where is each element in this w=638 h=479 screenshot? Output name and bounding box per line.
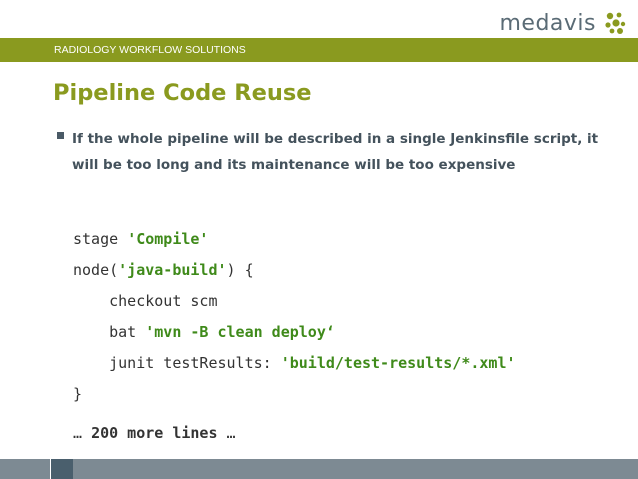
code-keyword: stage (73, 230, 128, 248)
footer-square (51, 459, 73, 479)
slide-title: Pipeline Code Reuse (53, 80, 312, 106)
more-lines-note: … 200 more lines … (73, 424, 236, 442)
bullet-item: If the whole pipeline will be described … (53, 126, 613, 178)
code-keyword: node( (73, 261, 119, 279)
more-lines-text: 200 more lines (91, 424, 218, 442)
bullet-square-icon (57, 132, 64, 139)
code-line-5: junit testResults: 'build/test-results/*… (73, 348, 516, 379)
code-snippet: stage 'Compile' node('java-build') { che… (73, 224, 516, 410)
header-bar-text: RADIOLOGY WORKFLOW SOLUTIONS (54, 44, 246, 56)
header-bar: RADIOLOGY WORKFLOW SOLUTIONS (0, 38, 638, 62)
footer-divider (50, 459, 51, 479)
code-line-3: checkout scm (73, 292, 218, 310)
code-line-1: stage 'Compile' (73, 224, 516, 255)
code-string: 'Compile' (127, 230, 209, 248)
code-keyword: junit testResults: (73, 354, 281, 372)
code-string: 'java-build' (118, 261, 227, 279)
code-line-2: node('java-build') { (73, 255, 516, 286)
medavis-logo: medavis (499, 10, 628, 36)
footer-bar (0, 459, 638, 479)
code-punctuation: ) { (226, 261, 254, 279)
more-prefix: … (73, 424, 92, 442)
code-string: 'build/test-results/*.xml' (280, 354, 516, 372)
more-suffix: … (217, 424, 236, 442)
code-keyword: bat (73, 323, 146, 341)
code-line-6: } (73, 385, 83, 403)
bullet-text: If the whole pipeline will be described … (72, 131, 599, 173)
code-line-4: bat 'mvn -B clean deploy‘ (73, 317, 516, 348)
logo-text: medavis (499, 10, 596, 36)
logo-mark-icon (605, 12, 626, 34)
code-string: 'mvn -B clean deploy‘ (145, 323, 335, 341)
